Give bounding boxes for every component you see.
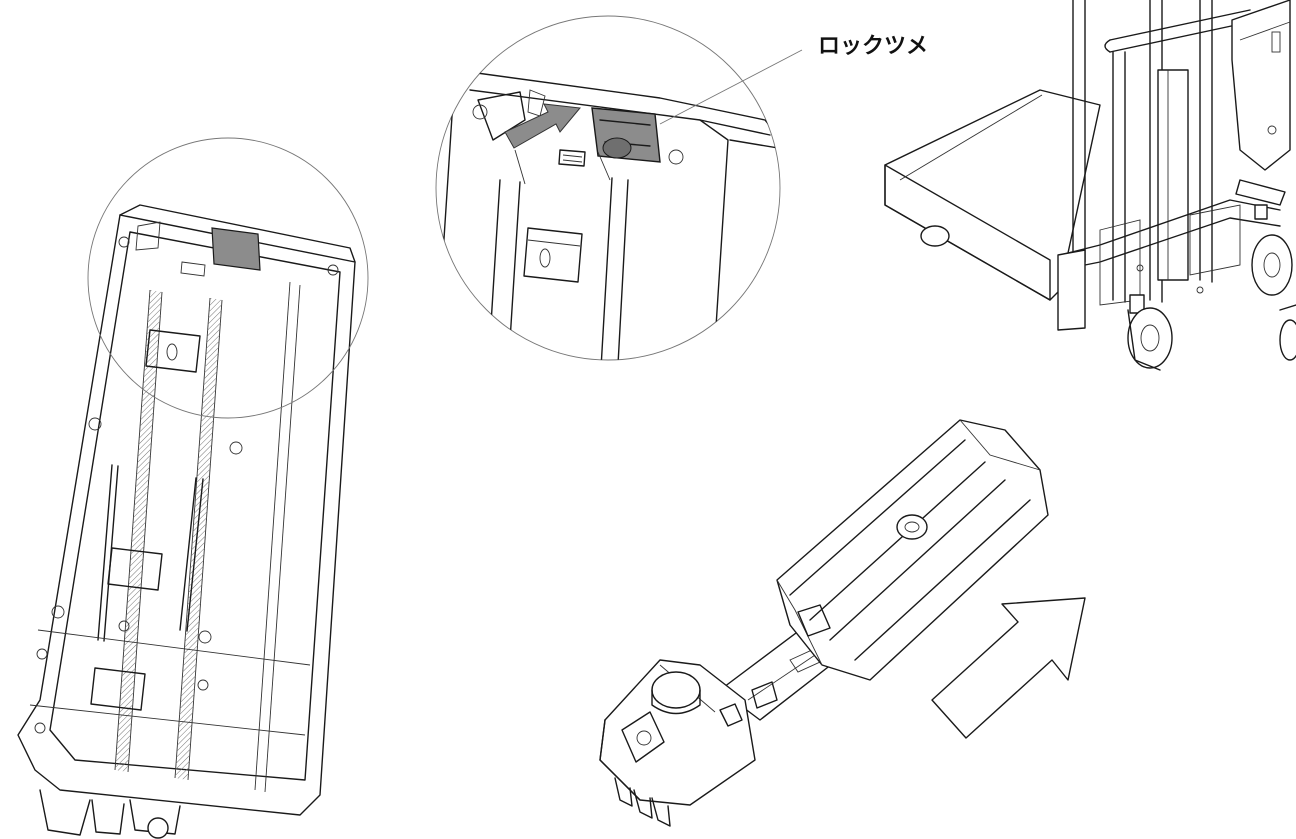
battery-slide-view (599, 419, 1086, 827)
battery-underside-view (17, 137, 369, 839)
lift-cart-view (884, 0, 1296, 371)
lock-claw-label: ロックツメ (818, 34, 929, 59)
zoom-detail-circle (435, 15, 803, 361)
